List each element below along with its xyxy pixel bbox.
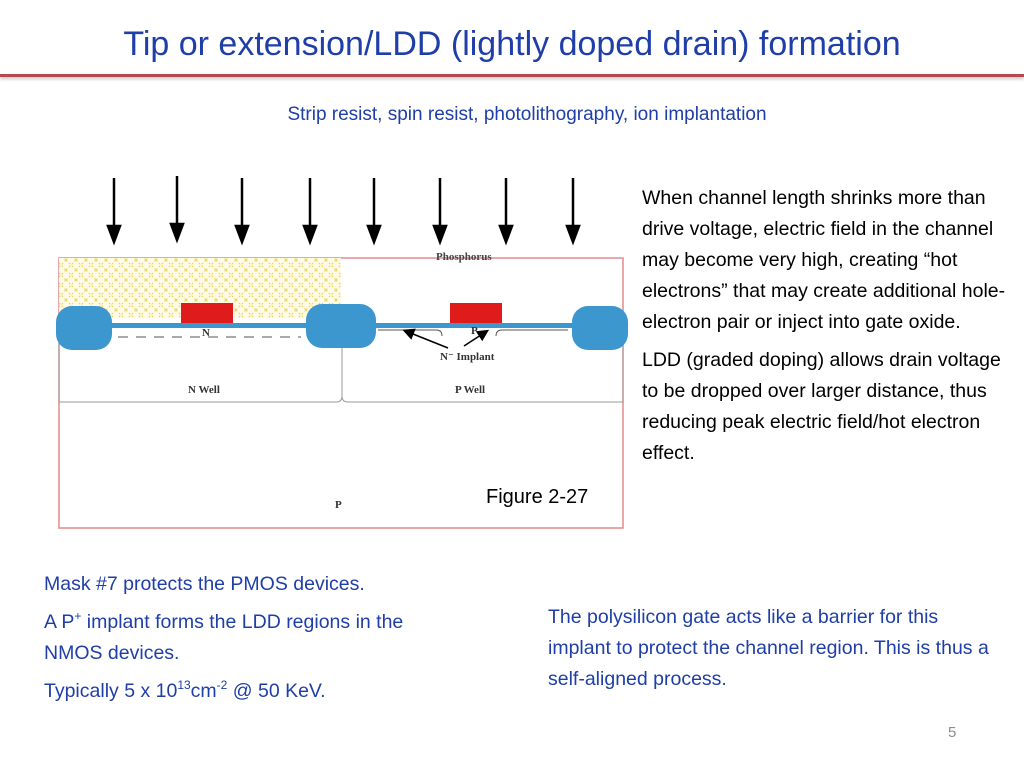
slide-title: Tip or extension/LDD (lightly doped drai… [123,25,901,63]
gate-oxide-left [96,323,326,328]
explanation-text: When channel length shrinks more than dr… [642,183,1012,476]
implant-pointer-left [402,328,449,349]
mask-notes: Mask #7 protects the PMOS devices. A P+ … [44,569,454,714]
dose-note: Typically 5 x 1013cm-2 @ 50 KeV. [44,677,326,703]
field-oxide-center [306,304,376,348]
cross-section-diagram: Phosphorus N P N⁻ Implant N Well P Well … [56,176,628,529]
hot-electron-paragraph: When channel length shrinks more than dr… [642,187,1006,333]
implant-arrow [498,178,514,246]
implant-arrow [302,178,318,246]
gate-oxide-right [356,323,586,328]
implant-arrow [234,178,250,246]
ldd-region-left [378,329,443,337]
phosphorus-label: Phosphorus [436,251,492,263]
field-oxide-right [572,306,628,350]
pmos-gate [181,303,233,323]
p-well-outline [341,340,624,403]
n-implant-label: N⁻ Implant [440,351,495,363]
figure-caption: Figure 2-27 [486,486,589,508]
implant-arrow [169,176,185,244]
implant-arrows [106,176,581,246]
title-divider [0,74,1024,77]
implant-note: A P+ implant forms the LDD regions in th… [44,608,404,665]
n-region-label: N [202,327,210,339]
implant-pointer-right [463,329,490,347]
field-oxide-left [56,306,112,350]
page-number: 5 [948,724,957,741]
p-well-label: P Well [455,384,485,396]
slide-subtitle: Strip resist, spin resist, photolithogra… [287,104,767,125]
ldd-paragraph: LDD (graded doping) allows drain voltage… [642,349,1001,464]
implant-arrow [565,178,581,246]
implant-arrow [106,178,122,246]
cross-section-figure: Phosphorus N P N⁻ Implant N Well P Well … [56,170,628,532]
self-aligned-note: The polysilicon gate acts like a barrier… [548,602,998,695]
mask-note: Mask #7 protects the PMOS devices. [44,573,365,595]
ldd-region-right [495,329,568,337]
n-well-label: N Well [188,384,220,396]
nmos-gate [450,303,502,323]
implant-arrow [366,178,382,246]
substrate-label: P [335,499,342,511]
implant-arrow [432,178,448,246]
p-region-label: P [471,325,478,337]
self-aligned-paragraph: The polysilicon gate acts like a barrier… [548,606,989,690]
